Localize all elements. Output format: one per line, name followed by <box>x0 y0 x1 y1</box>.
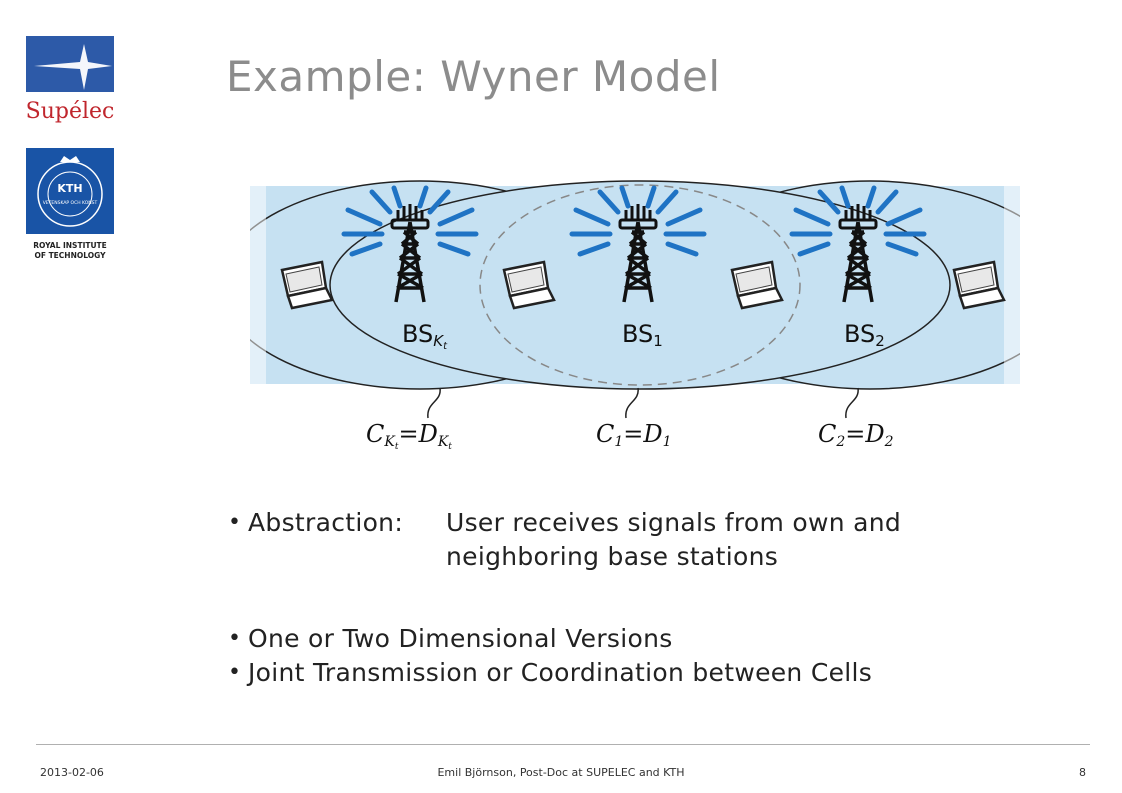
supelec-logo-text: Supélec <box>26 99 115 124</box>
footer-author: Emil Björnson, Post-Doc at SUPELEC and K… <box>437 766 685 779</box>
footer-divider <box>36 744 1090 745</box>
abstraction-line2: neighboring base stations <box>446 542 779 571</box>
footer-date: 2013-02-06 <box>40 766 104 779</box>
bs-label-1: BS1 <box>622 320 663 350</box>
base-station-kt: BSKt <box>344 188 476 352</box>
bullet-marker: • <box>228 626 242 651</box>
backhaul-link-2 <box>845 387 859 419</box>
crown-icon <box>60 156 80 162</box>
kth-logo-text: KTH <box>57 182 82 195</box>
bullet-text: One or Two Dimensional Versions <box>248 624 673 653</box>
abstraction-description: User receives signals from own and neighb… <box>446 506 1006 574</box>
backhaul-link-1 <box>625 387 639 419</box>
abstraction-term: Abstraction: <box>248 508 404 537</box>
bullet-dimensional-versions: • One or Two Dimensional Versions <box>228 622 1088 656</box>
bullet-text: Joint Transmission or Coordination betwe… <box>248 658 873 687</box>
slide-title: Example: Wyner Model <box>226 52 721 101</box>
kth-caption-line2: OF TECHNOLOGY <box>34 251 106 260</box>
abstraction-line1: User receives signals from own and <box>446 508 902 537</box>
backhaul-label-1: C1=D1 <box>596 420 672 450</box>
page-number: 8 <box>1079 766 1086 779</box>
cell-overlap-dashed <box>479 184 801 386</box>
bullet-list: • Abstraction: User receives signals from… <box>228 506 1088 690</box>
kth-logo: KTH VETENSKAP OCH KONST ROYAL INSTITUTE … <box>26 148 114 260</box>
fade-left <box>250 180 266 390</box>
bs-label-kt: BSKt <box>402 320 448 352</box>
kth-caption-line1: ROYAL INSTITUTE <box>33 241 107 250</box>
bs-label-2: BS2 <box>844 320 885 350</box>
star-icon <box>34 44 112 90</box>
backhaul-label-kt: CKt=DKt <box>366 420 452 452</box>
kth-ring-text: VETENSKAP OCH KONST <box>43 200 98 206</box>
bullet-marker: • <box>228 510 242 535</box>
backhaul-link-kt <box>427 387 441 419</box>
bullet-abstraction: • Abstraction: User receives signals from… <box>228 506 1088 574</box>
fade-right <box>1004 180 1020 390</box>
wyner-model-diagram: BSKt BS1 BS2 CKt=DKt C1=D1 C2=D2 <box>250 180 1020 452</box>
bullet-joint-transmission: • Joint Transmission or Coordination bet… <box>228 656 1088 690</box>
base-station-2: BS2 <box>792 188 924 350</box>
backhaul-label-2: C2=D2 <box>818 420 894 450</box>
supelec-logo: Supélec <box>26 36 115 124</box>
bullet-marker: • <box>228 660 242 685</box>
base-station-1: BS1 <box>572 188 704 350</box>
kth-inner-ring <box>47 171 93 217</box>
